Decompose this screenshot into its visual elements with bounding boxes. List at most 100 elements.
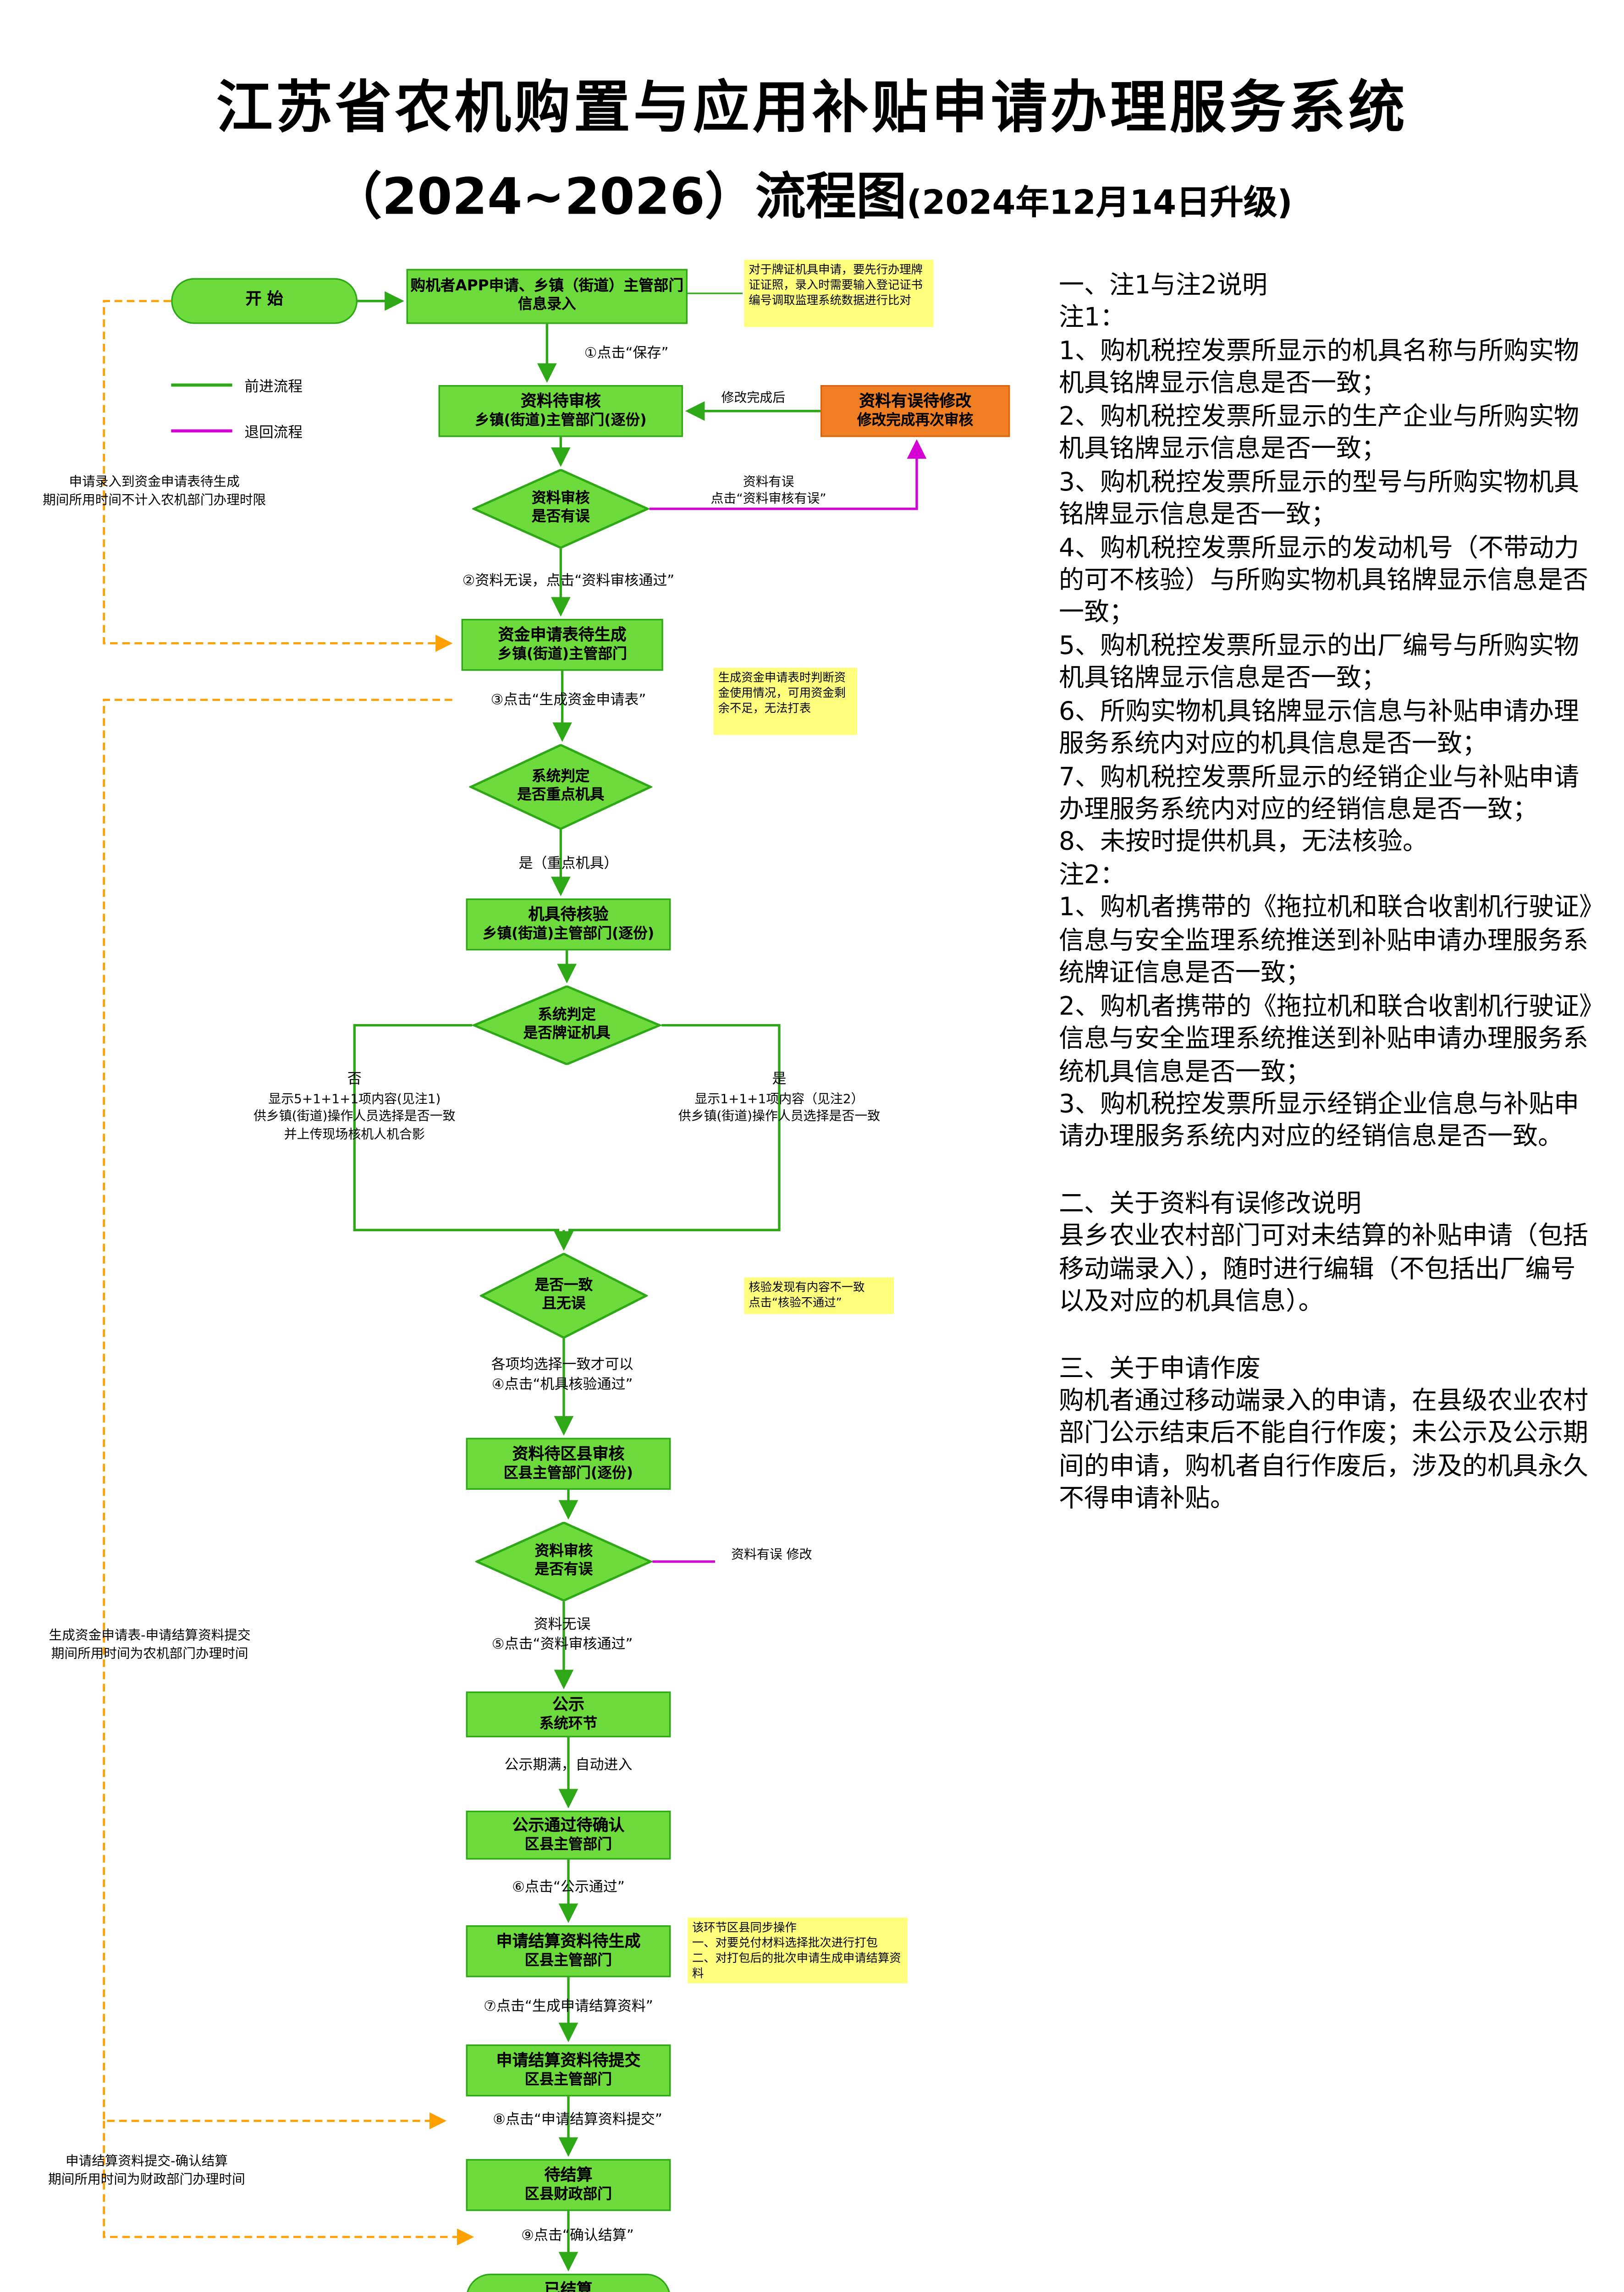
node-publicity-confirm-line1: 公示通过待确认 [512,1816,625,1835]
label-step4: 各项均选择一致才可以 ④点击“机具核验通过” [491,1356,633,1393]
note1-item: 1、购机税控发票所显示的机具名称与所购实物机具铭牌显示信息是否一致； [1058,336,1579,398]
node-start-label: 开 始 [245,291,283,309]
label-step5: 资料无误 ⑤点击“资料审核通过” [491,1616,633,1653]
node-publicity-line2: 系统环节 [539,1715,598,1732]
node-review-pending-line1: 资料待审核 [520,391,601,410]
branch-yes-line [568,1024,781,1231]
label-step2: ②资料无误，点击“资料审核通过” [462,573,675,590]
notes-section1-title: 一、注1与注2说明 [1058,270,1267,300]
node-settlement-wait-line2: 区县财政部门 [524,2186,612,2203]
label-key-yes: 是（重点机具） [518,855,618,873]
node-settlement-generate-line1: 申请结算资料待生成 [496,1932,641,1950]
note1-item: 3、购机税控发票所显示的型号与所购实物机具铭牌显示信息是否一致； [1058,467,1579,529]
node-settlement-submit: 申请结算资料待提交 区县主管部门 [466,2044,671,2097]
page-title-line1: 江苏省农机购置与应用补贴申请办理服务系统 [216,75,1408,141]
note1-label: 注1： [1058,303,1125,332]
label-publicity-auto: 公示期满，自动进入 [504,1757,633,1774]
notes-section2-body: 县乡农业农村部门可对未结算的补贴申请（包括移动端录入），随时进行编辑（不包括出厂… [1058,1221,1588,1316]
note2-item: 1、购机者携带的《拖拉机和联合收割机行驶证》信息与安全监理系统推送到补贴申请办理… [1058,893,1592,987]
diamond-shape [472,469,650,548]
node-machine-verify-line1: 机具待核验 [528,905,609,924]
side-note-1: 申请录入到资金申请表待生成 期间所用时间不计入农机部门办理时限 [43,475,266,508]
diamond-shape [480,1253,648,1339]
node-start: 开 始 [171,278,358,324]
diamond-shape [475,1522,653,1601]
node-settlement-generate: 申请结算资料待生成 区县主管部门 [466,1925,671,1978]
note-fund-check: 生成资金申请表时判断资金使用情况，可用资金剩余不足，无法打表 [713,667,857,735]
note-verify-fail: 核验发现有内容不一致 点击“核验不通过” [744,1277,894,1314]
label-branch-yes-text: 显示1+1+1项内容（见注2） 供乡镇(街道)操作人员选择是否一致 [678,1091,881,1124]
diamond-key-machine-check: 系统判定 是否重点机具 [469,744,652,830]
legend-forward-label: 前进流程 [244,379,303,396]
forward-flow-lines [353,291,820,2272]
node-settled: 已结算 (最终状态) [466,2273,671,2292]
duration-line-1 [103,300,453,652]
diamond-review-check-1-text: 资料审核 是否有误 [531,490,590,526]
label-branch-no-text: 显示5+1+1+1项内容(见注1) 供乡镇(街道)操作人员选择是否一致 并上传现… [253,1091,456,1141]
note1-item: 7、购机税控发票所显示的经销企业与补贴申请办理服务系统内对应的经销信息是否一致； [1058,761,1579,824]
legend-backward-label: 退回流程 [244,424,303,442]
diamond-review-check-1: 资料审核 是否有误 [472,469,650,548]
note1-item: 2、购机税控发票所显示的生产企业与所购实物机具铭牌显示信息是否一致； [1058,401,1579,463]
node-settlement-submit-line1: 申请结算资料待提交 [496,2051,641,2070]
node-app-entry: 购机者APP申请、乡镇（街道）主管部门 信息录入 [406,269,688,324]
note1-item: 6、所购实物机具铭牌显示信息与补贴申请办理服务系统内对应的机具信息是否一致； [1058,696,1579,758]
note2-item: 3、购机税控发票所显示经销企业信息与补贴申请办理服务系统内对应的经销信息是否一致… [1058,1089,1579,1152]
node-publicity: 公示 系统环节 [466,1691,671,1737]
return-diamond1-to-errorbox [649,439,927,510]
node-fund-form-line2: 乡镇(街道)主管部门 [497,645,627,663]
label-branch-no: 否 [347,1071,362,1088]
node-review-pending: 资料待审核 乡镇(街道)主管部门(逐份) [438,385,683,437]
return-flow-lines [649,439,927,1563]
label-branch-yes: 是 [772,1071,787,1088]
node-machine-verify-line2: 乡镇(街道)主管部门(逐份) [482,925,655,942]
node-fund-form-pending: 资金申请表待生成 乡镇(街道)主管部门 [461,618,663,671]
legend-lines [171,383,232,433]
note1-item: 4、购机税控发票所显示的发动机号（不带动力的可不核验）与所购实物机具铭牌显示信息… [1058,532,1588,627]
diamond-review-check-2: 资料审核 是否有误 [475,1522,653,1601]
notes-section3-body: 购机者通过移动端录入的申请，在县级农业农村部门公示结束后不能自行作废；未公示及公… [1058,1386,1588,1514]
label-step7: ⑦点击“生成申请结算资料” [484,1998,653,2016]
branch-no-line [353,1024,559,1231]
node-settled-line1: 已结算 [544,2280,593,2292]
node-settlement-wait-line1: 待结算 [544,2165,593,2184]
diamond-shape [472,986,661,1065]
duration-dashed-lines [103,300,474,2246]
node-settlement-generate-line2: 区县主管部门 [524,1952,612,1969]
diamond-key-machine-check-text: 系统判定 是否重点机具 [517,768,605,804]
notes-section3-title: 三、关于申请作废 [1058,1353,1261,1383]
notes-panel: 一、注1与注2说明 注1： 1、购机税控发票所显示的机具名称与所购实物机具铭牌显… [1059,269,1596,1515]
label-step6: ⑥点击“公示通过” [512,1879,625,1896]
diamond-license-machine-check-text: 系统判定 是否牌证机具 [523,1006,611,1042]
node-error-modify: 资料有误待修改 修改完成再次审核 [820,385,1010,437]
node-county-review-pending: 资料待区县审核 区县主管部门(逐份) [466,1438,671,1490]
note1-item: 8、未按时提供机具，无法核验。 [1058,827,1428,857]
note-settlement-steps: 该环节区县同步操作 一、对要兑付材料选择批次进行打包 二、对打包后的批次申请生成… [687,1917,908,1984]
label-step8: ⑧点击“申请结算资料提交” [493,2111,662,2129]
note2-label: 注2： [1058,860,1125,889]
diamond-consistency-check-text: 是否一致 且无误 [534,1277,593,1313]
note1-item: 5、购机税控发票所显示的出厂编号与所购实物机具铭牌显示信息是否一致； [1058,631,1579,693]
label-error1: 资料有误 点击“资料审核有误” [710,474,826,507]
note2-item: 2、购机者携带的《拖拉机和联合收割机行驶证》信息与安全监理系统推送到补贴申请办理… [1058,991,1592,1086]
node-machine-verify-pending: 机具待核验 乡镇(街道)主管部门(逐份) [466,898,671,951]
diamond-license-machine-check: 系统判定 是否牌证机具 [472,986,661,1065]
label-step9: ⑨点击“确认结算” [521,2227,634,2245]
page-title-line2: （2024~2026）流程图(2024年12月14日升级) [0,156,1624,229]
label-error2: 资料有误 修改 [731,1546,812,1562]
node-settlement-submit-line2: 区县主管部门 [524,2071,612,2088]
node-app-entry-line2: 信息录入 [517,297,576,314]
node-error-modify-line2: 修改完成再次审核 [857,412,974,429]
node-review-pending-line2: 乡镇(街道)主管部门(逐份) [475,412,647,429]
duration-line-3 [103,2121,474,2246]
label-modify-done: 修改完成后 [721,389,786,405]
node-publicity-line1: 公示 [552,1695,584,1714]
note-license-machine: 对于牌证机具申请，要先行办理牌证证照，录入时需要输入登记证书编号调取监理系统数据… [744,259,934,327]
page-title-line2-sub: (2024年12月14日升级) [906,185,1293,223]
node-fund-form-line1: 资金申请表待生成 [498,625,627,644]
page-title: 江苏省农机购置与应用补贴申请办理服务系统 （2024~2026）流程图(2024… [0,61,1624,229]
side-note-2: 生成资金申请表-申请结算资料提交 期间所用时间为农机部门办理时间 [49,1629,251,1662]
node-app-entry-line1: 购机者APP申请、乡镇（街道）主管部门 [410,278,684,295]
